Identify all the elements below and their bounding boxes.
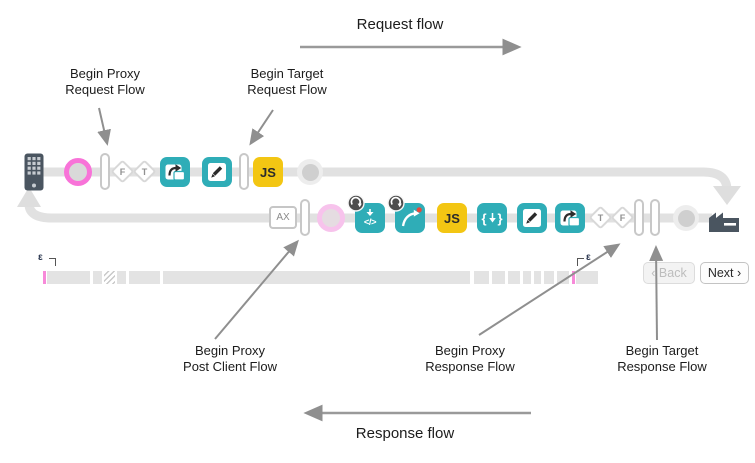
response-flow-heading: Response flow [355,425,455,442]
timeline-segment [117,271,126,284]
post-client-callout-arrow-icon [214,239,299,340]
label-line: Request Flow [65,82,145,98]
epsilon-right-label: ε [586,252,591,263]
brace-left: { [481,210,487,226]
end-circle-icon [673,205,699,231]
label-line: Begin Target [250,66,324,81]
label-line: Post Client Flow [183,359,277,375]
timeline-segment-hatched [104,271,115,284]
analytics-ax-icon[interactable]: AX [269,206,297,229]
condition-diamond-icon: F [110,159,135,184]
timeline-segment [544,271,554,284]
label-begin-target-request: Begin Target Request Flow [222,66,352,99]
timeline-segment [557,271,569,284]
label-begin-proxy-post-client: Begin Proxy Post Client Flow [160,343,300,376]
timeline-segment [129,271,160,284]
bracket-left-icon [49,258,56,266]
pencil-icon[interactable] [202,157,232,187]
ax-label: AX [276,212,290,223]
back-button[interactable]: ‹ Back [643,262,695,284]
label-line: Begin Proxy [69,66,141,81]
end-circle-icon [297,159,323,185]
pencil-icon[interactable] [517,203,547,233]
timeline-segment [508,271,520,284]
proxy-post-client-flow-bar[interactable] [300,199,310,236]
timeline-segment [47,271,90,284]
condition-letter: T [597,212,604,223]
timeline-segment [523,271,531,284]
label-begin-target-response: Begin Target Response Flow [592,343,732,376]
timeline-segment [534,271,541,284]
label-line: Begin Target [625,343,699,358]
label-begin-proxy-request: Begin Proxy Request Flow [40,66,170,99]
rotate-badge-icon [347,194,365,212]
timeline-segment [492,271,505,284]
js-icon[interactable]: JS [437,203,467,233]
label-line: Begin Proxy [194,343,266,358]
timeline-segment [93,271,102,284]
timeline-segment [163,271,470,284]
label-line: Response Flow [425,359,515,375]
request-flow-heading: Request flow [356,16,444,33]
bracket-right-icon [577,258,584,266]
label-line: Response Flow [617,359,707,375]
proxy-response-callout-arrow-icon [478,243,621,336]
pale-ring-icon [317,204,345,232]
rotate-badge-icon [387,194,405,212]
trace-timeline-scrubber[interactable] [43,271,599,284]
proxy-request-flow-bar[interactable] [100,153,110,190]
callout-arrow-icon[interactable] [160,157,190,187]
timeline-end-tick [572,271,575,284]
next-button[interactable]: Next › [700,262,749,284]
braces-icon[interactable]: { } [477,203,507,233]
proxy-response-flow-bar[interactable] [634,199,644,236]
pink-ring-icon [64,158,92,186]
condition-letter: F [119,166,126,177]
label-line: Begin Proxy [434,343,506,358]
timeline-segment [474,271,489,284]
label-line: Request Flow [247,82,327,98]
target-response-flow-bar[interactable] [650,199,660,236]
target-request-callout-arrow-icon [249,109,274,146]
condition-diamond-icon: T [132,159,157,184]
js-icon[interactable]: JS [253,157,283,187]
factory-icon [708,205,740,238]
mobile-phone-icon [24,153,44,196]
js-label: JS [444,210,460,226]
braces-glyph: { } [481,211,502,226]
callout-arrow-icon[interactable] [555,203,585,233]
epsilon-left-label: ε [38,252,43,263]
code-icon-glyph: </> [363,208,377,228]
condition-diamond-icon: F [610,205,635,230]
target-request-flow-bar[interactable] [239,153,249,190]
timeline-start-tick [43,271,46,284]
brace-right: } [497,210,503,226]
timeline-segment [576,271,598,284]
code-label: </> [363,216,377,228]
request-flow-arrowhead-icon [713,186,741,205]
proxy-request-callout-arrow-icon [97,107,111,146]
js-label: JS [260,164,276,180]
condition-letter: F [619,212,626,223]
label-begin-proxy-response: Begin Proxy Response Flow [400,343,540,376]
condition-letter: T [141,166,148,177]
condition-diamond-icon: T [588,205,613,230]
